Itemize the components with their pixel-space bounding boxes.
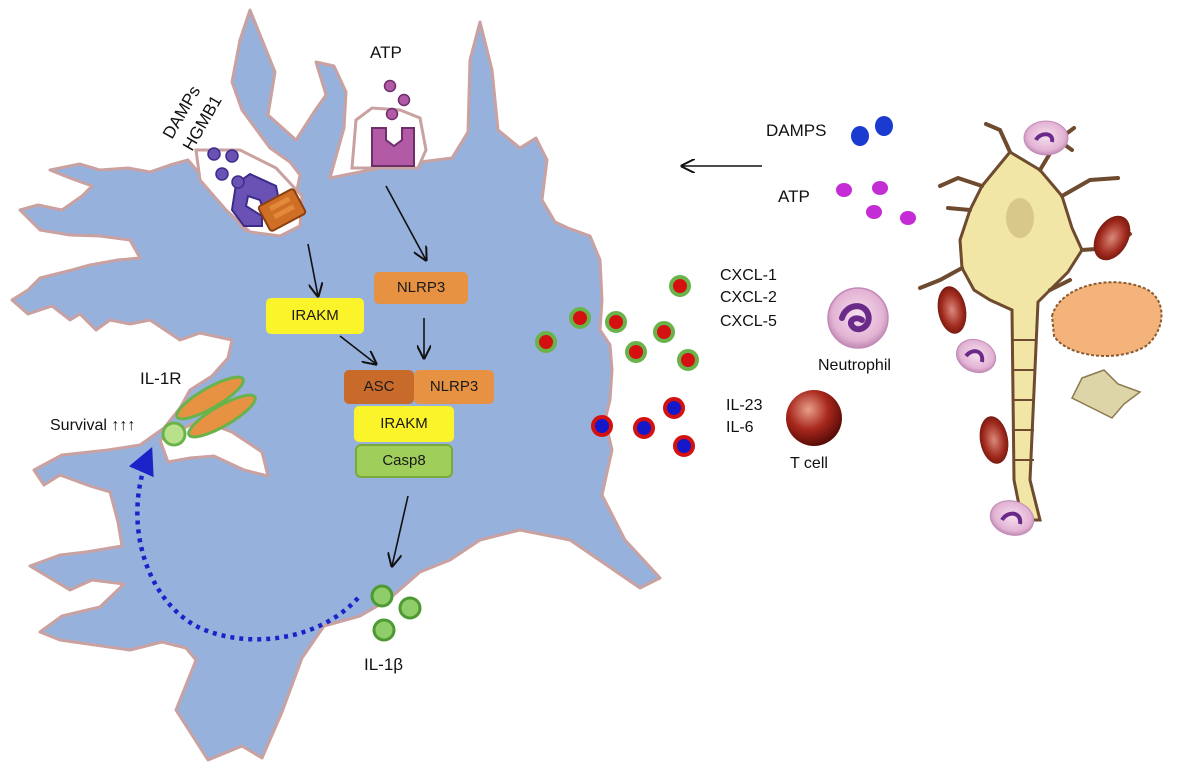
atp-right-label: ATP — [778, 187, 810, 206]
atp-receptor-icon — [371, 127, 415, 167]
asc-box: ASC — [344, 370, 414, 404]
damps-ligand-icon — [207, 147, 245, 189]
irakm-complex-box: IRAKM — [354, 406, 454, 442]
neutrophil-label: Neutrophil — [818, 357, 891, 374]
irakm-complex-box-label: IRAKM — [380, 415, 428, 432]
il1r-label: IL-1R — [140, 369, 182, 388]
nlrp3-complex-box: NLRP3 — [414, 370, 494, 404]
il1r-receptor-icon — [161, 375, 257, 447]
tcell-label: T cell — [790, 455, 828, 472]
orange-glia-icon — [1050, 281, 1163, 357]
il23-label: IL-23 — [726, 397, 763, 414]
damps-right-label: DAMPS — [766, 121, 826, 140]
cytokine-particles-icon — [591, 397, 695, 457]
asc-box-label: ASC — [364, 378, 395, 395]
survival-label: Survival ↑↑↑ — [50, 417, 135, 434]
atp-ligand-icon — [383, 79, 411, 121]
il1b-feedback-arrow — [128, 447, 360, 642]
damps-receptor-icon — [230, 172, 307, 232]
il6-label: IL-6 — [726, 419, 754, 436]
il1b-particles-icon — [370, 584, 422, 642]
arrow-damps-to-irakm — [307, 243, 318, 296]
neutrophil-icon — [827, 287, 889, 349]
cxcl2-label: CXCL-2 — [720, 289, 777, 306]
il1b-label: IL-1β — [364, 655, 403, 674]
cxcl5-label: CXCL-5 — [720, 313, 777, 330]
arrow-irakm-to-complex — [339, 335, 376, 364]
chemokine-particles-icon — [535, 275, 699, 371]
red-blood-cells-icon — [937, 215, 1131, 464]
irakm-box-top-label: IRAKM — [291, 307, 339, 324]
nlrp3-box-top-label: NLRP3 — [397, 279, 445, 296]
arrow-atp-to-nlrp3 — [385, 185, 426, 260]
small-neutrophils-icon — [955, 120, 1069, 536]
nlrp3-box-top: NLRP3 — [374, 272, 468, 304]
cxcl1-label: CXCL-1 — [720, 267, 777, 284]
damps-right-icon — [851, 116, 893, 146]
irakm-box-top: IRAKM — [266, 298, 364, 334]
arrow-casp8-to-il1b — [392, 495, 409, 566]
microglia-cell — [10, 8, 662, 762]
atp-right-icon — [836, 181, 916, 225]
casp8-box-label: Casp8 — [382, 452, 425, 469]
atp-top-label: ATP — [370, 43, 402, 62]
tcell-icon — [786, 390, 842, 446]
nlrp3-complex-box-label: NLRP3 — [430, 378, 478, 395]
casp8-box: Casp8 — [355, 444, 453, 478]
tan-glia-icon — [1070, 369, 1142, 419]
